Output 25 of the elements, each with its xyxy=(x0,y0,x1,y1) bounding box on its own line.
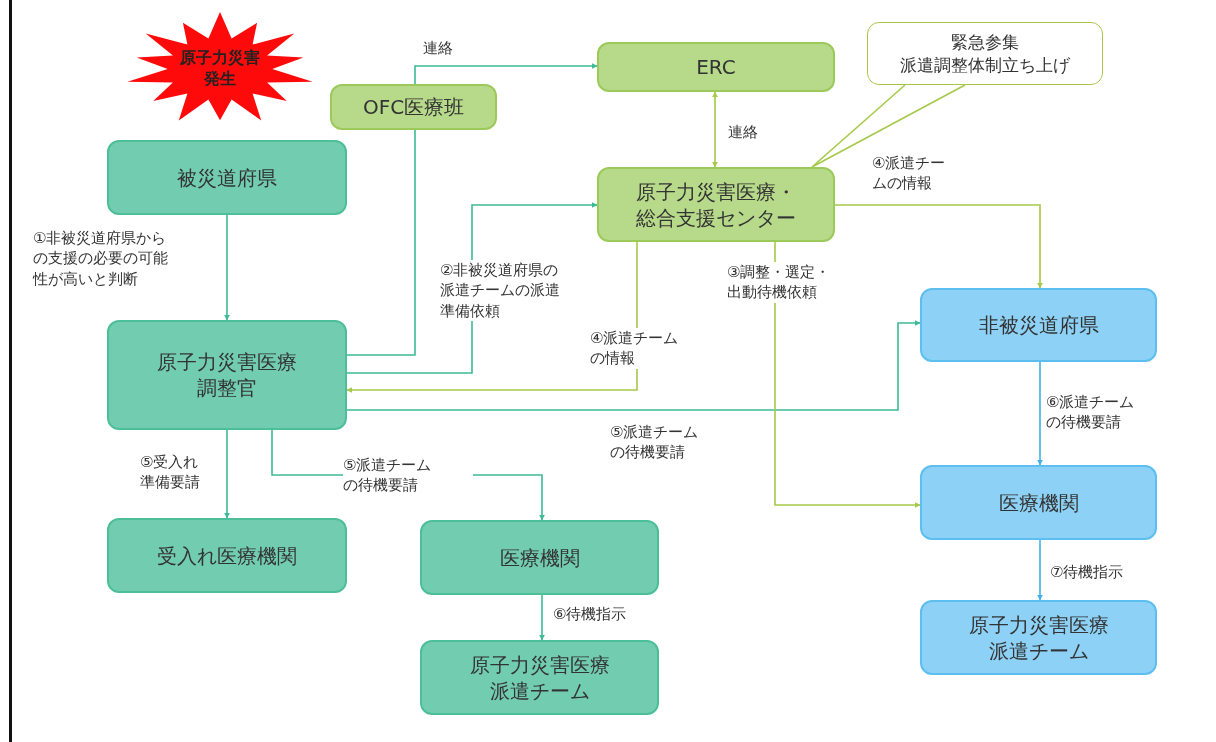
arrow xyxy=(712,91,718,168)
arrow xyxy=(346,241,638,393)
hospital-box: 医療機関 xyxy=(420,520,659,595)
coordinator-box: 原子力災害医療調整官 xyxy=(107,320,347,430)
callout-box: 緊急参集派遣調整体制立ち上げ xyxy=(867,22,1103,85)
arrow xyxy=(224,429,230,519)
team-box: 原子力災害医療派遣チーム xyxy=(420,640,659,715)
arrow xyxy=(346,320,921,411)
arrow xyxy=(834,204,1043,289)
arrow xyxy=(774,241,921,508)
prefecture-box: 非被災道府県 xyxy=(920,288,1157,362)
arrow xyxy=(1037,539,1043,601)
hospital-box: 受入れ医療機関 xyxy=(107,518,347,593)
agency-box: ERC xyxy=(597,42,835,92)
center-box: 原子力災害医療・総合支援センター xyxy=(597,167,835,242)
team-box: 原子力災害医療派遣チーム xyxy=(920,600,1157,675)
hospital-box: 医療機関 xyxy=(920,465,1157,540)
arrow xyxy=(539,594,545,641)
arrow xyxy=(414,63,598,85)
arrow xyxy=(1037,361,1043,466)
leader-line xyxy=(811,84,966,168)
arrow xyxy=(224,214,230,321)
team-box: OFC医療班 xyxy=(330,84,497,130)
prefecture-box: 被災道府県 xyxy=(107,140,347,215)
connector-line xyxy=(346,129,416,356)
